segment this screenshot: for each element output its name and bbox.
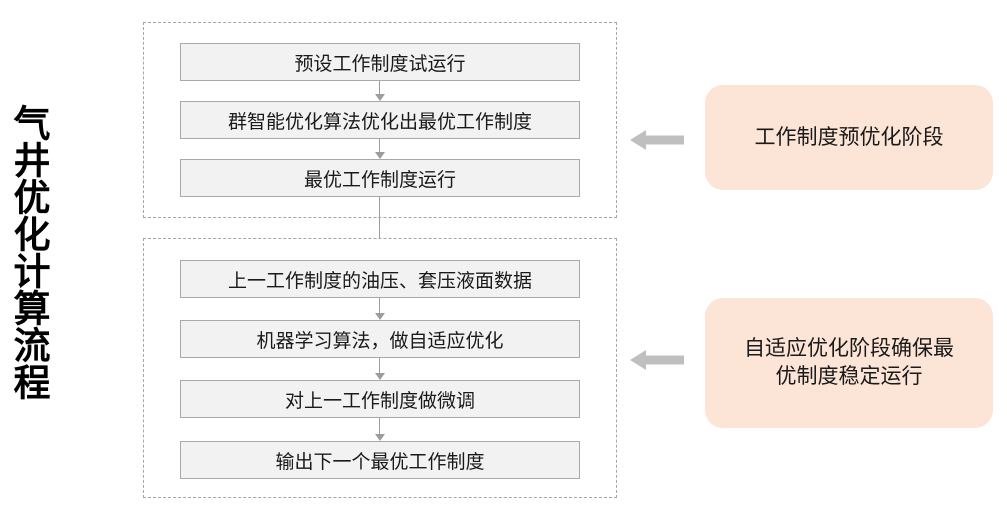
flow-box-swarm-optimization: 群智能优化算法优化出最优工作制度 [180,101,580,139]
flow-box-optimal-regime-run: 最优工作制度运行 [180,159,580,197]
stage1-container: 预设工作制度试运行 群智能优化算法优化出最优工作制度 最优工作制度运行 [143,22,617,218]
down-arrow-icon [375,139,385,159]
annotation-adaptive-optimization-stage: 自适应优化阶段确保最 优制度稳定运行 [705,298,993,428]
flow-box-ml-adaptive-optimization: 机器学习算法，做自适应优化 [180,320,580,358]
down-arrow-icon [375,418,385,441]
down-arrow-icon [375,298,385,320]
stage2-container: 上一工作制度的油压、套压液面数据 机器学习算法，做自适应优化 对上一工作制度做微… [143,238,617,498]
annotation-text-line1: 自适应优化阶段确保最 [744,337,954,361]
flow-box-output-next-regime: 输出下一个最优工作制度 [180,441,580,479]
annotation-pre-optimization-stage: 工作制度预优化阶段 [705,85,993,190]
flow-box-pressure-liquid-data: 上一工作制度的油压、套压液面数据 [180,260,580,298]
annotation-text-line2: 优制度稳定运行 [775,365,923,388]
diagram-title: 气井优化计算流程 [8,104,49,400]
annotation-text: 工作制度预优化阶段 [754,125,944,149]
flow-box-fine-tune-regime: 对上一工作制度做微调 [180,380,580,418]
left-arrow-icon [630,130,684,150]
flow-box-preset-trial-run: 预设工作制度试运行 [180,43,580,81]
down-arrow-icon [375,358,385,380]
down-arrow-icon [375,81,385,101]
left-arrow-icon [630,350,684,370]
